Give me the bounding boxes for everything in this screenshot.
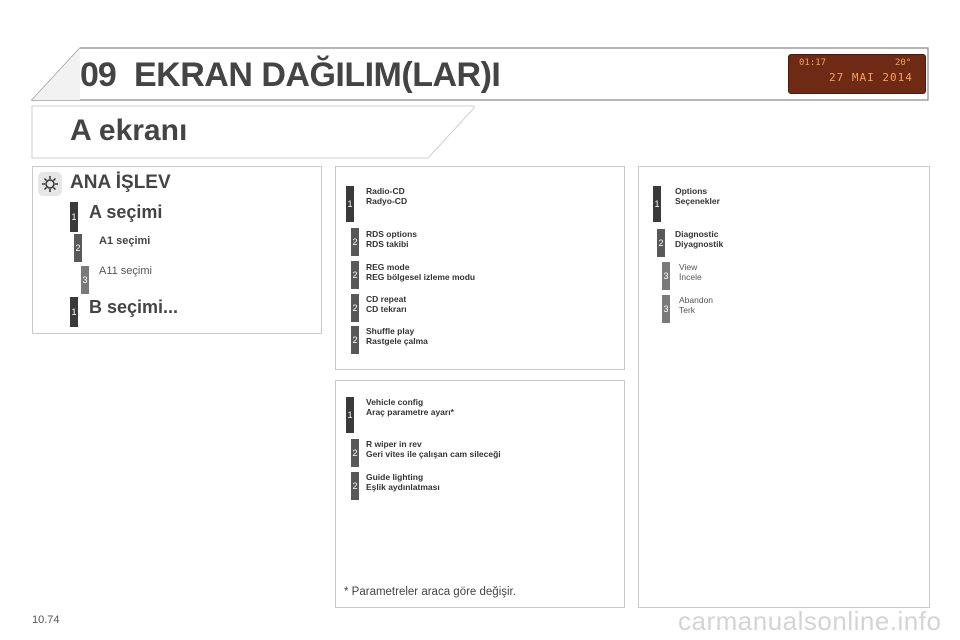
item-label-en: Shuffle play	[366, 326, 415, 336]
menu-item-cd-repeat: CD repeat CD tekrarı	[366, 294, 407, 314]
item-label-tr: Diyagnostik	[675, 239, 724, 249]
dashboard-display-image: 01:17 20° 27 MAI 2014	[788, 54, 926, 94]
item-label-en: Radio-CD	[366, 186, 405, 196]
level-badge: 2	[657, 229, 665, 257]
level-badge: 1	[70, 297, 78, 327]
option-a: A seçimi	[89, 202, 163, 222]
item-label-en: View	[679, 262, 698, 272]
item-label-en: CD repeat	[366, 294, 407, 304]
item-label-en: RDS options	[366, 229, 417, 239]
footnote: * Parametreler araca göre değişir.	[344, 586, 516, 598]
level-badge: 3	[662, 262, 670, 290]
menu-item-view: View İncele	[679, 262, 702, 282]
level-badge: 2	[351, 472, 359, 500]
vehicle-config-panel	[335, 380, 625, 608]
item-label-tr: Terk	[679, 305, 696, 315]
section-banner-shape	[31, 105, 475, 159]
level-badge: 1	[346, 397, 354, 433]
level-badge: 2	[351, 228, 359, 256]
item-label-en: REG mode	[366, 262, 410, 272]
menu-item-rear-wiper: R wiper in rev Geri vites ile çalışan ca…	[366, 439, 501, 459]
menu-item-shuffle-play: Shuffle play Rastgele çalma	[366, 326, 428, 346]
menu-item-vehicle-config: Vehicle config Araç parametre ayarı*	[366, 397, 454, 417]
level-badge: 2	[351, 294, 359, 322]
item-label-en: Vehicle config	[366, 397, 424, 407]
item-label-en: R wiper in rev	[366, 439, 422, 449]
item-label-tr: Geri vites ile çalışan cam sileceği	[366, 449, 501, 459]
option-a1: A1 seçimi	[99, 235, 151, 247]
item-label-tr: CD tekrarı	[366, 304, 407, 314]
display-date: 27 MAI 2014	[829, 71, 913, 84]
item-label-tr: Radyo-CD	[366, 196, 408, 206]
menu-item-options: Options Seçenekler	[675, 186, 720, 206]
gear-icon	[38, 172, 62, 196]
main-function-title: ANA İŞLEV	[70, 172, 171, 193]
level-badge: 2	[74, 234, 82, 262]
display-time: 01:17	[799, 58, 827, 68]
item-label-en: Diagnostic	[675, 229, 719, 239]
option-b: B seçimi...	[89, 297, 179, 317]
level-badge: 2	[351, 439, 359, 467]
watermark: carmanualsonline.info	[678, 606, 942, 636]
level-badge: 1	[346, 186, 354, 222]
display-temp: 20°	[895, 58, 912, 68]
level-badge: 3	[81, 266, 89, 294]
section-title: A ekranı	[70, 114, 188, 147]
radio-cd-panel	[335, 166, 625, 370]
menu-item-diagnostic: Diagnostic Diyagnostik	[675, 229, 723, 249]
level-badge: 2	[351, 261, 359, 289]
chapter-number: 09	[80, 56, 117, 94]
page-number: 10.74	[32, 614, 60, 626]
level-badge: 2	[351, 326, 359, 354]
item-label-tr: REG bölgesel izleme modu	[366, 272, 476, 282]
item-label-tr: Araç parametre ayarı*	[366, 407, 454, 417]
option-a11: A11 seçimi	[99, 265, 152, 277]
menu-item-rds-options: RDS options RDS takibi	[366, 229, 417, 249]
menu-item-abandon: Abandon Terk	[679, 295, 713, 315]
menu-item-radio-cd: Radio-CD Radyo-CD	[366, 186, 407, 206]
item-label-tr: İncele	[679, 272, 702, 282]
item-label-en: Abandon	[679, 295, 714, 305]
item-label-tr: RDS takibi	[366, 239, 409, 249]
level-badge: 3	[662, 295, 670, 323]
chapter-title: EKRAN DAĞILIM(LAR)I	[134, 56, 501, 94]
item-label-en: Options	[675, 186, 708, 196]
level-badge: 1	[653, 186, 661, 222]
item-label-tr: Rastgele çalma	[366, 336, 428, 346]
options-panel	[638, 166, 930, 608]
item-label-tr: Seçenekler	[675, 196, 720, 206]
menu-item-reg-mode: REG mode REG bölgesel izleme modu	[366, 262, 475, 282]
item-label-en: Guide lighting	[366, 472, 424, 482]
header-banner-shape	[30, 47, 929, 101]
level-badge: 1	[70, 202, 78, 232]
item-label-tr: Eşlik aydınlatması	[366, 482, 440, 492]
menu-item-guide-lighting: Guide lighting Eşlik aydınlatması	[366, 472, 440, 492]
